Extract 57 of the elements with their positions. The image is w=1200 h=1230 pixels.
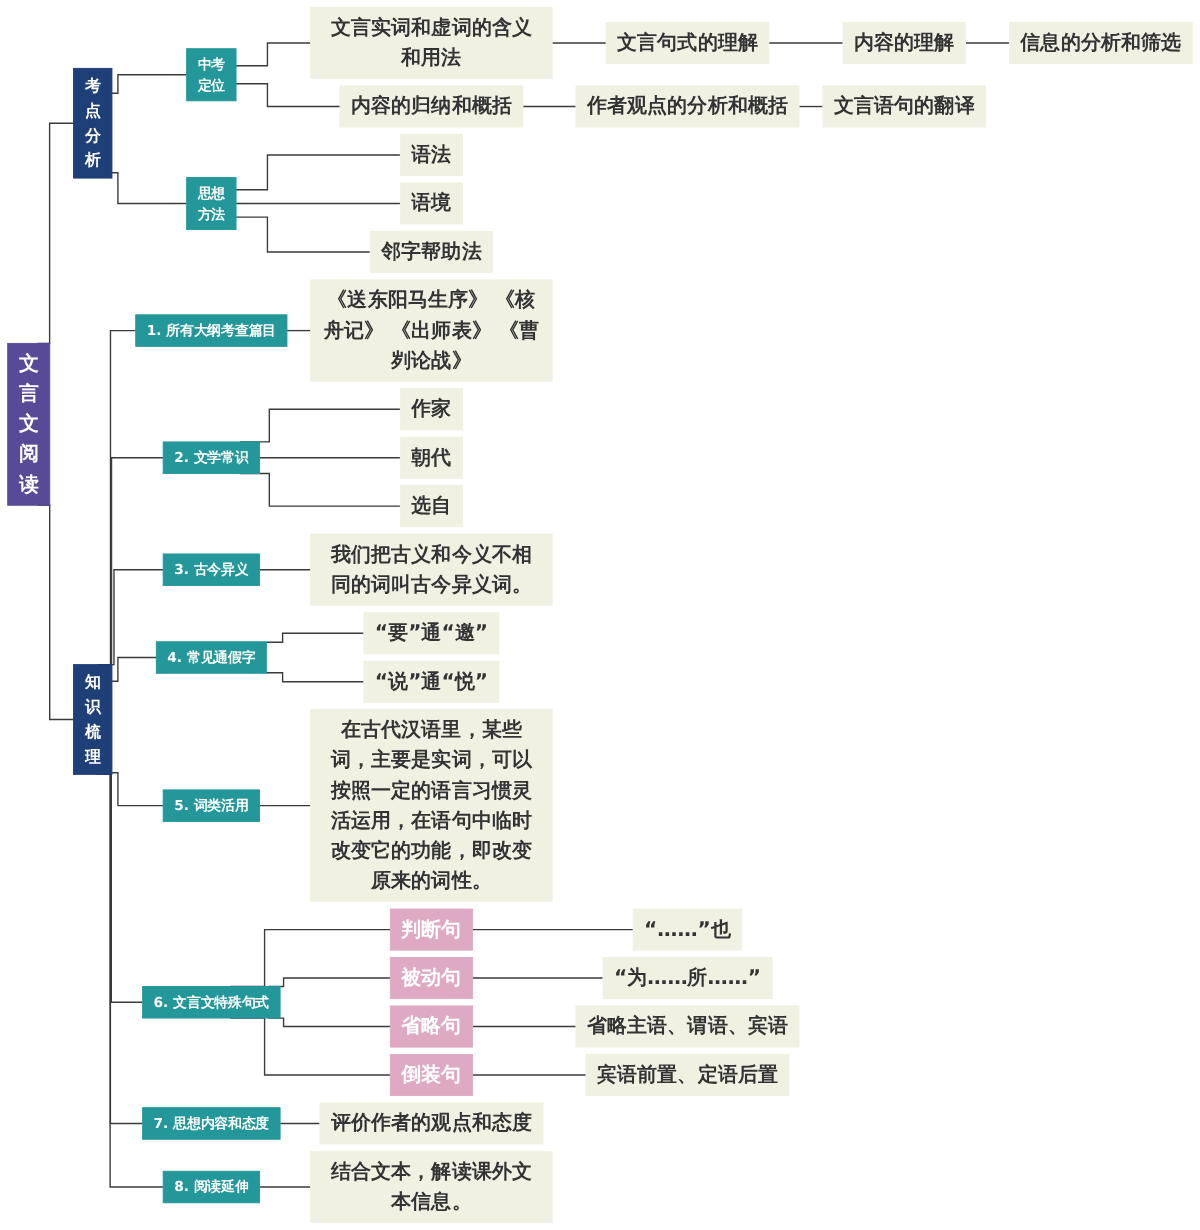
connector xyxy=(265,672,365,683)
connector xyxy=(258,805,312,807)
node-box: 内容的理解 xyxy=(842,21,966,64)
node-box: 被动句 xyxy=(389,957,474,1000)
node-box: 信息的分析和筛选 xyxy=(1008,21,1193,64)
node-box: 《送东阳马生序》 《核舟记》 《出师表》 《曹刿论战》 xyxy=(310,279,553,382)
node-box: 作者观点的分析和概括 xyxy=(575,85,800,128)
connector xyxy=(798,105,824,108)
node-box: “说”通“悦” xyxy=(363,660,500,703)
node-box: 倒装句 xyxy=(389,1053,474,1097)
node-box: 作家 xyxy=(399,388,463,431)
node-box: 在古代汉语里，某些词，主要是实词，可以按照一定的语言习惯灵活运用，在语句中临时改变它的功能，即改变原来的词性。 xyxy=(310,709,553,903)
connector xyxy=(471,977,604,979)
node-box: 文言实词和虚词的含义和用法 xyxy=(310,6,553,80)
connector xyxy=(258,1186,312,1188)
node-box: 内容的归纳和概括 xyxy=(339,85,524,128)
node-box: 文言文阅读 xyxy=(7,342,51,506)
connector xyxy=(964,42,1011,44)
node-box: 我们把古义和今义不相同的词叫古今异义词。 xyxy=(310,533,553,606)
node-box: 文言语句的翻译 xyxy=(822,85,987,128)
node-box: 选自 xyxy=(399,485,463,528)
node-box: 语法 xyxy=(399,133,463,177)
node-box: “要”通“邀” xyxy=(363,612,500,655)
connector xyxy=(111,172,188,205)
node-box: 省略主语、谓语、宾语 xyxy=(575,1005,800,1048)
node-box: 文言句式的理解 xyxy=(605,21,770,64)
connector xyxy=(235,154,402,191)
connector xyxy=(111,656,157,682)
node-box: 邻字帮助法 xyxy=(369,230,494,273)
node-box: 语境 xyxy=(399,182,463,225)
connector xyxy=(111,74,188,94)
connector xyxy=(235,42,312,67)
connector xyxy=(471,928,634,931)
connector xyxy=(286,329,312,332)
node-box: 评价作者的观点和态度 xyxy=(319,1102,544,1145)
connector xyxy=(471,1025,577,1028)
node-box: 知识梳理 xyxy=(73,664,113,775)
connector xyxy=(471,1074,587,1076)
connector xyxy=(551,42,607,44)
connector xyxy=(235,83,341,108)
node-box: 判断句 xyxy=(389,908,474,951)
node-box: 宾语前置、定语后置 xyxy=(585,1053,790,1097)
node-box: 省略句 xyxy=(389,1005,474,1048)
connector xyxy=(111,772,164,807)
node-box: 考点分析 xyxy=(73,67,113,179)
node-box: “……”也 xyxy=(632,908,743,951)
connector xyxy=(235,216,371,253)
connector xyxy=(235,202,402,205)
connector xyxy=(258,457,402,459)
connector xyxy=(258,569,312,571)
connector xyxy=(522,105,577,108)
connector xyxy=(768,42,844,44)
connector xyxy=(279,1122,321,1125)
connector xyxy=(265,632,365,643)
node-box: “为……所……” xyxy=(602,957,773,1000)
node-box: 结合文本，解读课外文本信息。 xyxy=(310,1150,553,1224)
node-box: 朝代 xyxy=(399,436,463,479)
